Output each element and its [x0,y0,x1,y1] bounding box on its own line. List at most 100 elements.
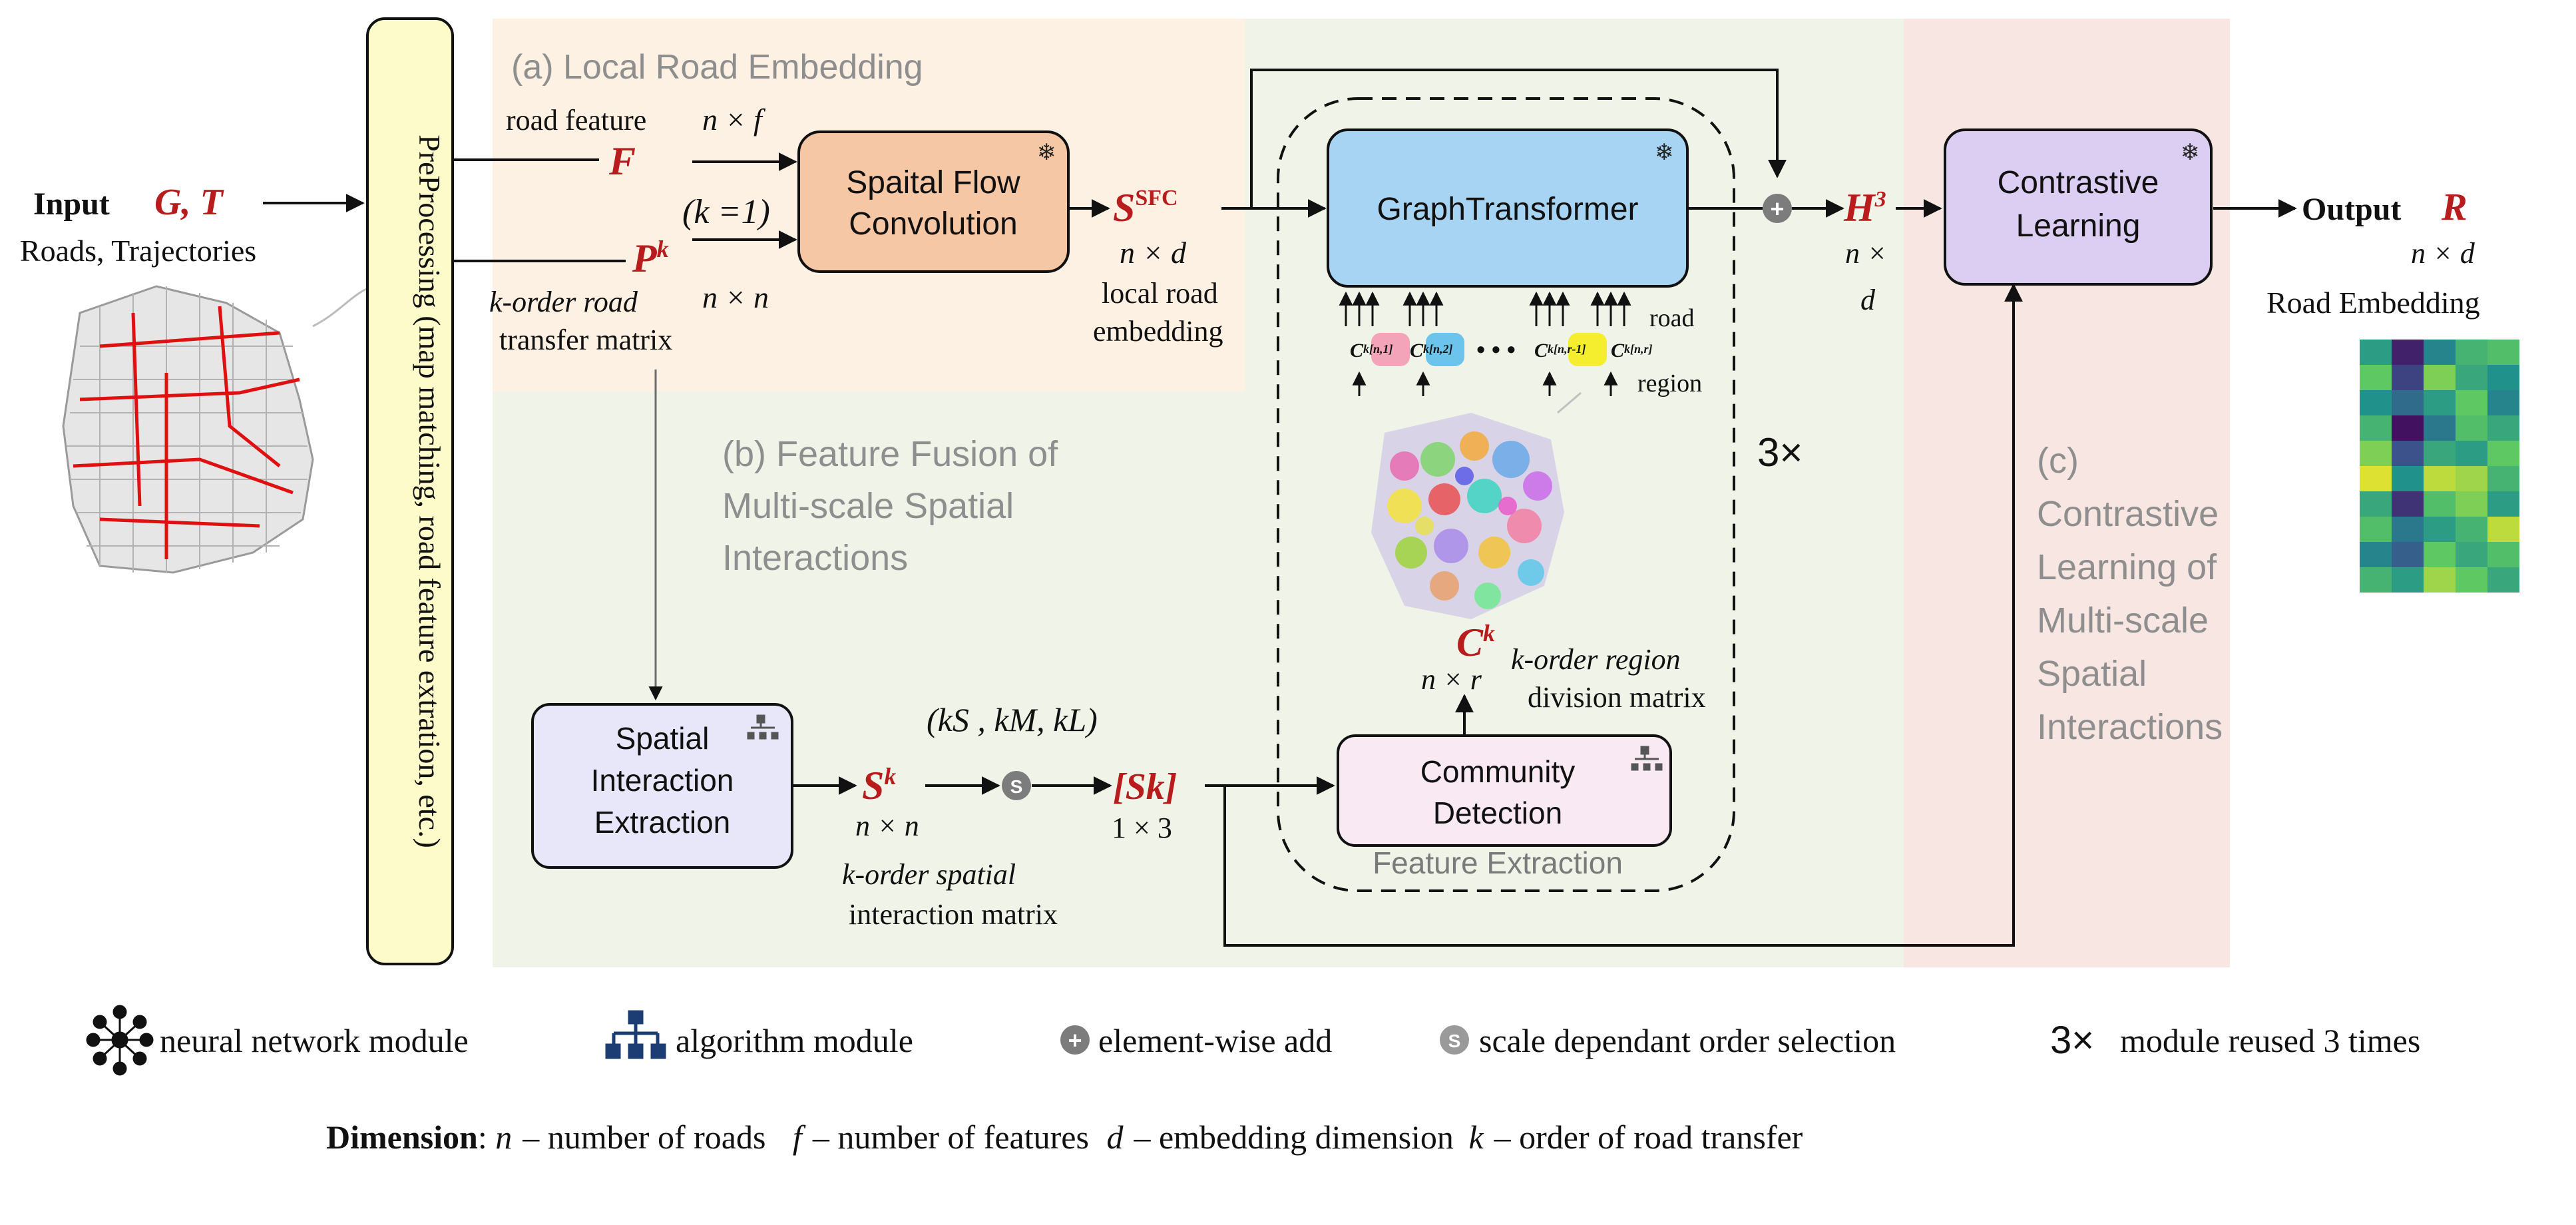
heatmap-cell [2392,466,2424,491]
road-network-map [62,285,373,574]
section-a-title: (a) Local Road Embedding [511,48,923,87]
heatmap-cell [2360,415,2392,441]
sfc-output-dim: n × d [1120,236,1187,270]
region-token-1 [1371,333,1410,366]
heatmap-cell [2487,441,2519,466]
road-feature-caption: road feature [506,104,646,136]
region-caption-2: division matrix [1528,681,1706,714]
heatmap-cell [2360,542,2392,567]
selected-sk: [Sk] [1113,766,1177,808]
region-caption-1: k-order region [1511,643,1681,676]
legend-nn-label: neural network module [160,1022,469,1059]
legend-reuse-mark: 3× [2050,1019,2094,1062]
element-wise-add-icon [1763,194,1792,223]
sfc-caption-2: embedding [1093,315,1223,348]
feature-fusion-panel [493,391,1904,967]
heatmap-cell [2456,365,2487,390]
contrastive-learning-box [1944,128,2213,286]
heatmap-cell [2360,340,2392,365]
heatmap-cell [2392,390,2424,415]
spatial-caption-1: k-order spatial [842,858,1016,891]
transfer-symbol: Pk [632,236,669,280]
spatial-label-2: Interaction [591,763,734,798]
output-label: Output [2302,192,2401,227]
legend-add-glyph: + [1068,1027,1082,1054]
heatmap-cell [2360,491,2392,517]
sk-symbol: Sk [862,763,896,808]
token-road-label: road [1649,304,1695,332]
algorithm-icon [605,1010,666,1059]
legend-add-label: element-wise add [1098,1022,1332,1059]
output-dim: n × d [2411,237,2475,270]
section-b-title-1: (b) Feature Fusion of [722,434,1058,474]
heatmap-cell [2360,365,2392,390]
heatmap-cell [2392,517,2424,542]
heatmap-cell [2456,567,2487,593]
region-token-3 [1568,333,1607,366]
cd-algorithm-icon [1631,746,1663,771]
transfer-k-eq: (k =1) [682,193,770,231]
output-caption: Road Embedding [2266,286,2480,320]
heatmap-cell [2487,517,2519,542]
community-label-1: Community [1420,754,1576,789]
graph-transformer-box [1327,128,1689,288]
input-label: Input [33,186,110,222]
selected-dim: 1 × 3 [1112,812,1172,844]
add-glyph: + [1770,195,1784,222]
heatmap-cell [2487,466,2519,491]
section-c-title-4: Multi-scale [2037,601,2209,640]
gt-snowflake-icon: ❄ [1655,140,1674,165]
dimension-line: Dimension: n– number of roads f– number … [326,1118,1803,1156]
heatmap-cell [2487,365,2519,390]
spatial-interaction-box [531,703,793,869]
transfer-dim: n × n [702,280,769,314]
heatmap-cell [2424,567,2456,593]
heatmap-cell [2487,491,2519,517]
heatmap-cell [2392,441,2424,466]
region-token-label-4: Ck[n,r] [1611,340,1653,362]
graph-transformer-label: GraphTransformer [1377,192,1639,227]
region-division-map [1371,391,1582,619]
transfer-caption-2: transfer matrix [499,324,672,356]
region-symbol: Ck [1456,620,1495,664]
heatmap-cell [2424,365,2456,390]
legend-reuse-label: module reused 3 times [2120,1022,2420,1059]
feature-extraction-label: Feature Extraction [1373,846,1623,880]
heatmap-cell [2392,415,2424,441]
sfc-label-2: Convolution [849,206,1018,242]
heatmap-cell [2456,517,2487,542]
region-token-label-1: Ck[n,1] [1350,340,1393,362]
feature-extraction-group [1277,97,1735,892]
legend-alg-label: algorithm module [676,1022,913,1059]
cl-label-1: Contrastive [1998,165,2159,200]
heatmap-cell [2360,390,2392,415]
legend-add-icon [1060,1025,1090,1055]
cl-label-2: Learning [2016,208,2141,244]
token-region-label: region [1637,369,1702,397]
heatmap-cell [2360,517,2392,542]
heatmap-cell [2424,491,2456,517]
heatmap-cell [2456,491,2487,517]
region-dim: n × r [1421,663,1482,696]
community-detection-box [1337,734,1672,847]
token-ellipsis: • • • [1476,336,1516,364]
heatmap-cell [2424,441,2456,466]
heatmap-cell [2456,415,2487,441]
sfc-label-1: Spaital Flow [846,165,1020,200]
heatmap-cell [2424,390,2456,415]
legend-scale-label: scale dependant order selection [1479,1022,1896,1059]
heatmap-cell [2392,542,2424,567]
section-c-title-1: (c) [2037,441,2079,481]
preprocessing-label: PreProcessing (map matching, road featur… [413,134,447,848]
community-label-2: Detection [1433,796,1562,830]
heatmap-cell [2424,340,2456,365]
h-dim-1: n × [1845,237,1887,270]
input-caption: Roads, Trajectories [20,234,256,268]
legend-scale-icon [1440,1025,1469,1055]
section-c-title-3: Learning of [2037,547,2217,587]
heatmap-cell [2392,365,2424,390]
heatmap-cell [2456,340,2487,365]
heatmap-cell [2487,567,2519,593]
token-arrows [1339,291,1631,396]
repeat-marker: 3× [1757,430,1803,475]
